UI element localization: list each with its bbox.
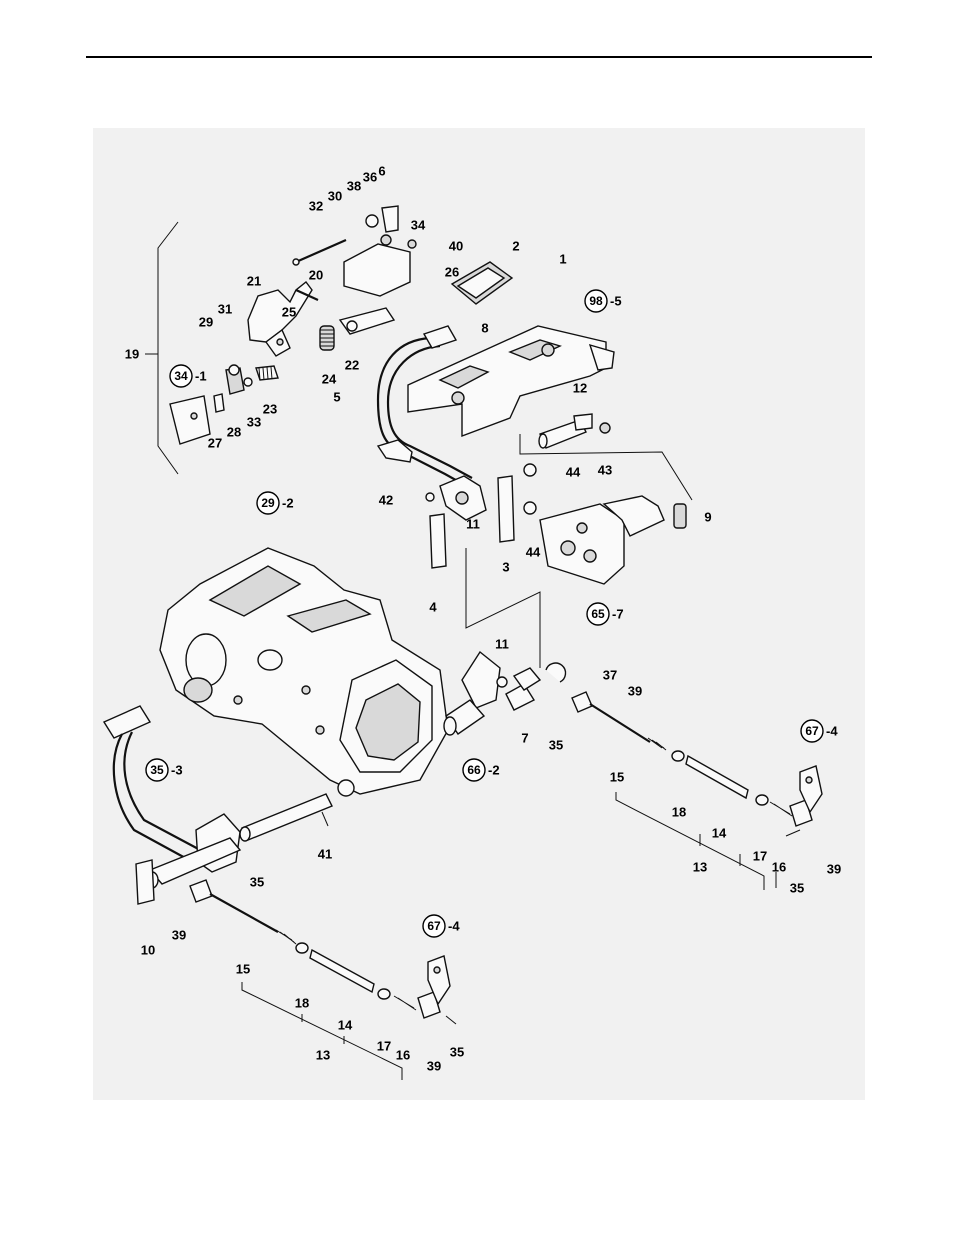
callout-22: 22 — [345, 357, 359, 372]
ref-98-suffix: -5 — [610, 293, 622, 308]
shaft-12 — [539, 414, 610, 448]
switch-28 — [226, 365, 252, 394]
ref-66: 66 -2 — [463, 759, 500, 781]
callout-44a: 44 — [566, 464, 581, 479]
ref-65-suffix: -7 — [612, 606, 624, 621]
clutch-pedal-35-3 — [104, 706, 240, 904]
callout-15b: 15 — [236, 961, 250, 976]
callout-18a: 18 — [672, 804, 686, 819]
callout-42: 42 — [379, 492, 393, 507]
ref-67a-suffix: -4 — [826, 723, 838, 738]
callout-16a: 16 — [772, 859, 786, 874]
callout-6: 6 — [378, 163, 385, 178]
callout-40: 40 — [449, 238, 463, 253]
callout-3: 3 — [502, 559, 509, 574]
ref-98-number: 98 — [589, 294, 603, 308]
callout-30: 30 — [328, 188, 342, 203]
callout-24: 24 — [322, 371, 337, 386]
arm-assembly-upper — [426, 464, 536, 568]
callout-16b: 16 — [396, 1047, 410, 1062]
callout-11a: 11 — [466, 516, 480, 531]
callout-12: 12 — [573, 380, 587, 395]
pin-32 — [293, 240, 346, 265]
ref-67a: 67 -4 — [801, 720, 838, 742]
callout-39c: 39 — [172, 927, 186, 942]
callout-43: 43 — [598, 462, 612, 477]
callout-21: 21 — [247, 273, 261, 288]
callout-26: 26 — [445, 264, 459, 279]
ref-65: 65 -7 — [587, 603, 624, 625]
ref-35-number: 35 — [150, 763, 164, 777]
callout-28: 28 — [227, 424, 241, 439]
callout-39a: 39 — [628, 683, 642, 698]
ref-67a-number: 67 — [805, 724, 819, 738]
callout-41: 41 — [318, 846, 332, 861]
assembly-bracket-19 — [145, 222, 178, 474]
callout-27: 27 — [208, 435, 222, 450]
callout-8: 8 — [481, 320, 488, 335]
callout-20: 20 — [309, 267, 323, 282]
callout-13a: 13 — [693, 859, 707, 874]
ref-35: 35 -3 — [146, 759, 183, 781]
callout-35d: 35 — [450, 1044, 464, 1059]
callout-29: 29 — [199, 314, 213, 329]
callout-14b: 14 — [338, 1017, 353, 1032]
ref-34: 34 -1 — [170, 365, 207, 387]
callout-17a: 17 — [753, 848, 767, 863]
ref-34-suffix: -1 — [195, 368, 207, 383]
callout-34: 34 — [411, 217, 426, 232]
callout-2: 2 — [512, 238, 519, 253]
callout-15a: 15 — [610, 769, 624, 784]
pedal-pad-8 — [452, 262, 512, 304]
callout-37: 37 — [603, 667, 617, 682]
callout-31: 31 — [218, 301, 232, 316]
callout-19: 19 — [125, 346, 139, 361]
ref-98: 98 -5 — [585, 290, 622, 312]
ref-29-suffix: -2 — [282, 495, 294, 510]
ref-67b-suffix: -4 — [448, 918, 460, 933]
callout-44b: 44 — [526, 544, 541, 559]
callout-38: 38 — [347, 178, 361, 193]
plate-25 — [340, 308, 394, 334]
callout-39d: 39 — [427, 1058, 441, 1073]
lever-7 — [444, 652, 566, 735]
callout-35c: 35 — [250, 874, 264, 889]
shaft-41 — [240, 794, 332, 841]
callout-9: 9 — [704, 509, 711, 524]
callout-39b: 39 — [827, 861, 841, 876]
spring-23 — [256, 366, 278, 380]
spring-24 — [320, 326, 334, 350]
callout-13b: 13 — [316, 1047, 330, 1062]
callout-5: 5 — [333, 389, 340, 404]
callout-33: 33 — [247, 414, 261, 429]
callout-23: 23 — [263, 401, 277, 416]
callout-11b: 11 — [495, 636, 509, 651]
ref-66-suffix: -2 — [488, 762, 500, 777]
callout-25: 25 — [282, 304, 296, 319]
ref-67b-number: 67 — [427, 919, 441, 933]
callout-14a: 14 — [712, 825, 727, 840]
callout-10: 10 — [141, 942, 155, 957]
bracket-65-7 — [540, 496, 686, 584]
callout-35b: 35 — [790, 880, 804, 895]
ref-66-number: 66 — [467, 763, 481, 777]
callout-36: 36 — [363, 169, 377, 184]
bracket-26 — [344, 206, 416, 296]
callout-35a: 35 — [549, 737, 563, 752]
callout-1: 1 — [559, 251, 566, 266]
ref-35-suffix: -3 — [171, 762, 183, 777]
callout-17b: 17 — [377, 1038, 391, 1053]
callout-4: 4 — [429, 599, 437, 614]
callout-7: 7 — [521, 730, 528, 745]
ref-29-number: 29 — [261, 496, 275, 510]
transmission-housing — [160, 548, 448, 796]
ref-65-number: 65 — [591, 607, 605, 621]
ref-67b: 67 -4 — [423, 915, 460, 937]
ref-34-number: 34 — [174, 369, 188, 383]
callout-18b: 18 — [295, 995, 309, 1010]
ref-29: 29 -2 — [257, 492, 294, 514]
callout-32: 32 — [309, 198, 323, 213]
